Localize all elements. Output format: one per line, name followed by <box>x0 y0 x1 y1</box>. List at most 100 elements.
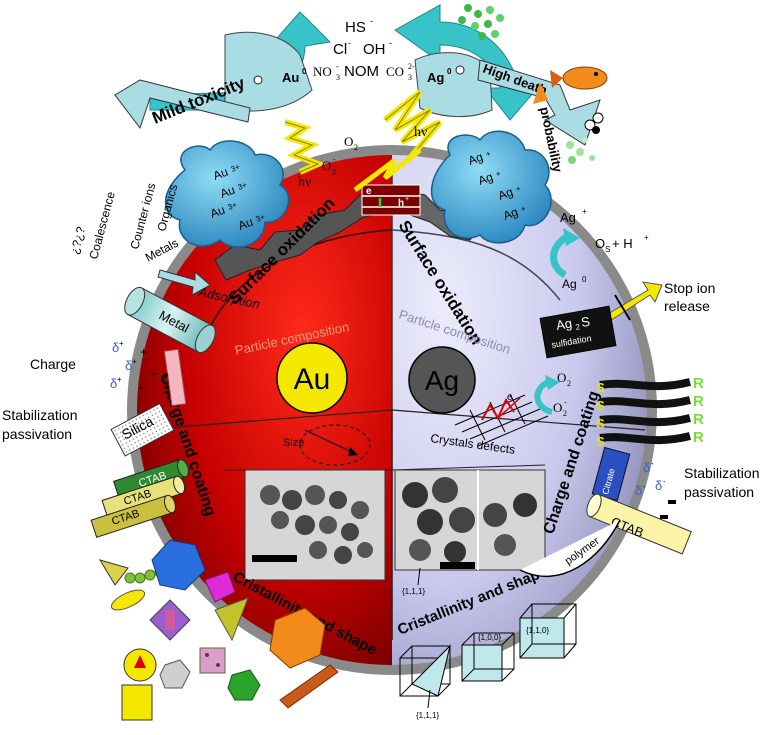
ag-o2minus-sub: 2 <box>563 409 567 418</box>
ag-cycle-body <box>414 52 493 118</box>
ag2s-sub: 2 <box>575 322 581 332</box>
r-4: R <box>693 429 704 446</box>
size-label: Size <box>283 437 304 449</box>
thiol-chains <box>599 378 691 445</box>
ag-ion-2-sup: + <box>495 169 503 179</box>
cube-111 <box>399 644 451 697</box>
green-particle-cluster <box>458 4 504 40</box>
s-2: S <box>596 398 605 413</box>
species-oh: OH <box>363 41 386 58</box>
au-scale-bar <box>252 555 297 562</box>
au-nanoparticles <box>260 485 373 564</box>
species-no3-sup: - <box>336 62 339 71</box>
ag-o2-sub: 2 <box>567 379 571 388</box>
metal-cylinder <box>124 286 216 354</box>
ag-ion-1: Ag <box>466 150 485 168</box>
o2h-sup: + <box>644 233 649 242</box>
au-ion-4-sup: 3+ <box>255 212 267 224</box>
species-co3-sub: 3 <box>408 73 412 82</box>
ag-ion-4: Ag <box>501 205 520 223</box>
o2-top-sub: 2 <box>354 143 358 152</box>
plus-2: + <box>150 367 157 381</box>
defect-electron: e <box>507 392 513 403</box>
ag-release-arrowhead <box>563 228 580 246</box>
stabilization-right-1: Stabilization <box>684 465 760 481</box>
metals-arrow <box>157 269 211 296</box>
size-arrowhead <box>348 447 358 456</box>
ag-o2-arrow <box>534 379 553 415</box>
o2minus-top-sub: 2 <box>332 168 336 177</box>
stop-ion-2: release <box>664 298 710 314</box>
au-ion-1: Au <box>211 165 230 183</box>
o2minus-top-sup: - <box>333 155 336 164</box>
r-3: R <box>693 411 704 428</box>
ag-plus-label: Ag <box>560 210 576 225</box>
au-ion-2-sup: 3+ <box>237 180 249 192</box>
ctab-cylinders-left <box>90 459 189 538</box>
ag-delta-1: δ <box>643 460 650 475</box>
cube-111-pointer <box>427 689 431 709</box>
delta-1-sup: + <box>119 339 124 348</box>
size-ellipse <box>299 424 371 466</box>
lightning-left-outline <box>284 121 320 173</box>
ag-cycle-arrow <box>394 4 542 121</box>
s-1: S <box>596 380 605 395</box>
electron-label: e <box>366 186 372 197</box>
au-ion-1-sup: 3+ <box>230 162 242 174</box>
lightning-right-outline <box>384 91 441 159</box>
species-co3-sup: 2- <box>408 62 415 71</box>
ag-ion-3: Ag <box>496 185 515 203</box>
ag-state-label: Ag <box>427 70 444 85</box>
ag-o2minus-label: O <box>553 400 562 415</box>
plus-3: + <box>138 381 145 395</box>
o2-top: O <box>344 134 353 149</box>
ag-state-sup: 0 <box>447 67 452 76</box>
ag-ion-4-sup: + <box>520 204 528 214</box>
cube-110 <box>519 603 577 659</box>
au-ion-4: Au <box>236 215 255 233</box>
ag0-label: Ag <box>562 277 577 291</box>
charge-label: Charge <box>30 356 76 372</box>
ag-nanoparticles <box>402 477 537 563</box>
high-death-arrow <box>477 59 601 146</box>
delta-2: δ <box>125 358 132 373</box>
cube-100-label: {1,0,0} <box>478 633 501 642</box>
ag0-sup: 0 <box>582 275 587 284</box>
r-2: R <box>693 393 704 410</box>
au-cycle-dot <box>253 75 263 85</box>
coalescence-label: Coalescence <box>86 190 118 261</box>
delta-3-sup: + <box>117 375 122 384</box>
ag2s-box <box>539 305 617 359</box>
delta-1: δ <box>112 340 119 355</box>
silica-block <box>110 402 175 457</box>
au-ion-2: Au <box>218 183 237 201</box>
hole-sup: + <box>405 196 409 203</box>
lightning-center <box>353 148 422 192</box>
au-inner-line <box>204 229 393 341</box>
ag-o2-label: O <box>557 370 566 385</box>
polymer-shape <box>519 519 621 577</box>
crystal-defect-lattice <box>454 393 549 447</box>
o2h-sub: S <box>605 245 610 254</box>
hv-right: hν <box>414 125 427 140</box>
ag-ion-cloud <box>430 130 552 244</box>
ag-inner-line <box>391 229 561 301</box>
species-hs: HS <box>345 19 366 36</box>
ag-ion-3-sup: + <box>515 184 523 194</box>
ag-plus-sup: + <box>582 207 587 216</box>
ag-delta-1-sup: - <box>651 459 654 468</box>
o2minus-top: O <box>322 158 331 173</box>
ag-ion-2: Ag <box>476 170 495 188</box>
ctab-cylinder-right <box>586 493 692 555</box>
ag-core <box>408 346 476 414</box>
fish-icon <box>550 66 608 90</box>
species-no3: NO <box>313 64 332 79</box>
plus-1: + <box>140 345 147 359</box>
s-4: S <box>596 434 605 449</box>
species-no3-sub: 3 <box>336 73 340 82</box>
ag-delta-3: δ <box>655 478 662 493</box>
r-1: R <box>693 375 704 392</box>
stabilization-left-2: passivation <box>2 426 73 442</box>
